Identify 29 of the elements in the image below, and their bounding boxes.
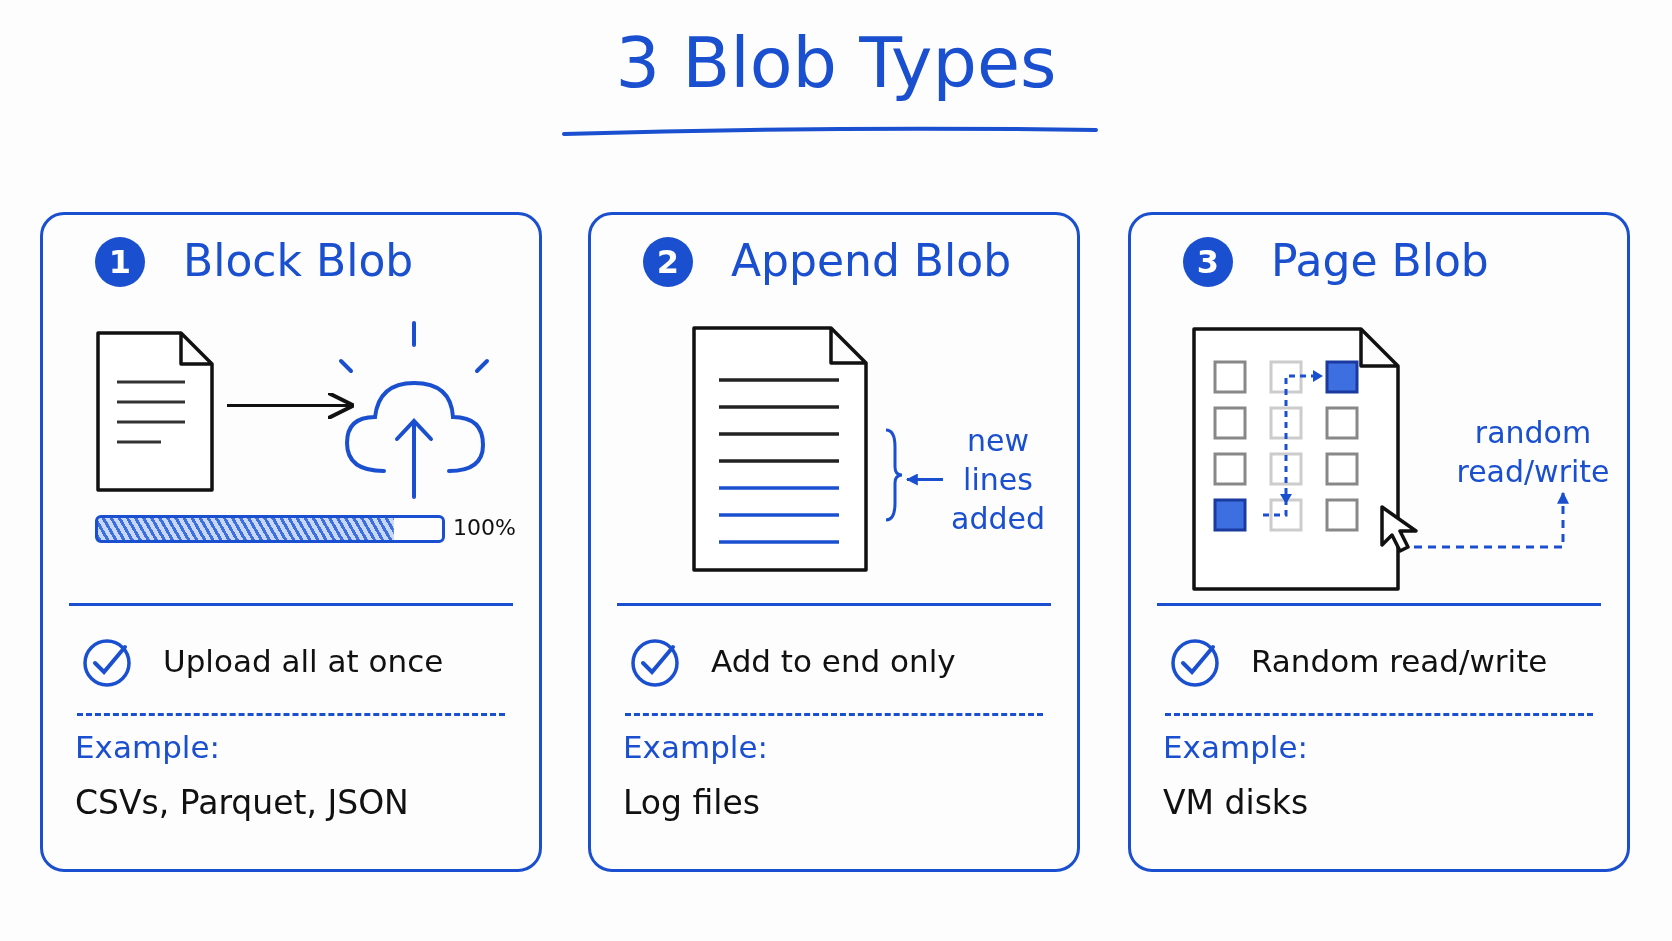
document-icon <box>95 330 215 493</box>
number-badge: 3 <box>1183 237 1233 287</box>
card-heading: Block Blob <box>183 235 414 286</box>
document-lines-icon <box>691 325 869 573</box>
example-heading: Example: <box>1163 729 1308 765</box>
example-text: VM disks <box>1163 783 1309 822</box>
card-heading: Page Blob <box>1271 235 1489 286</box>
card-heading: Append Blob <box>731 235 1012 286</box>
arrow <box>905 473 943 486</box>
example-text: CSVs, Parquet, JSON <box>75 783 409 822</box>
arrow <box>227 390 356 421</box>
feature-text: Add to end only <box>711 643 956 679</box>
arrow <box>1414 491 1569 549</box>
cloud-upload-icon <box>339 321 489 499</box>
annotation-text: random read/write <box>1443 413 1623 491</box>
feature-text: Random read/write <box>1251 643 1548 679</box>
number-badge: 2 <box>643 237 693 287</box>
card <box>1128 212 1630 872</box>
number-badge: 1 <box>95 237 145 287</box>
annotation-text: new lines added <box>943 421 1053 538</box>
percent-label: 100% <box>453 515 516 540</box>
card <box>40 212 542 872</box>
page-grid-drawing <box>1191 326 1401 592</box>
example-text: Log files <box>623 783 760 822</box>
feature-text: Upload all at once <box>163 643 444 679</box>
example-heading: Example: <box>623 729 768 765</box>
card <box>588 212 1080 872</box>
example-heading: Example: <box>75 729 220 765</box>
title: 3 Blob Types <box>614 22 1058 104</box>
